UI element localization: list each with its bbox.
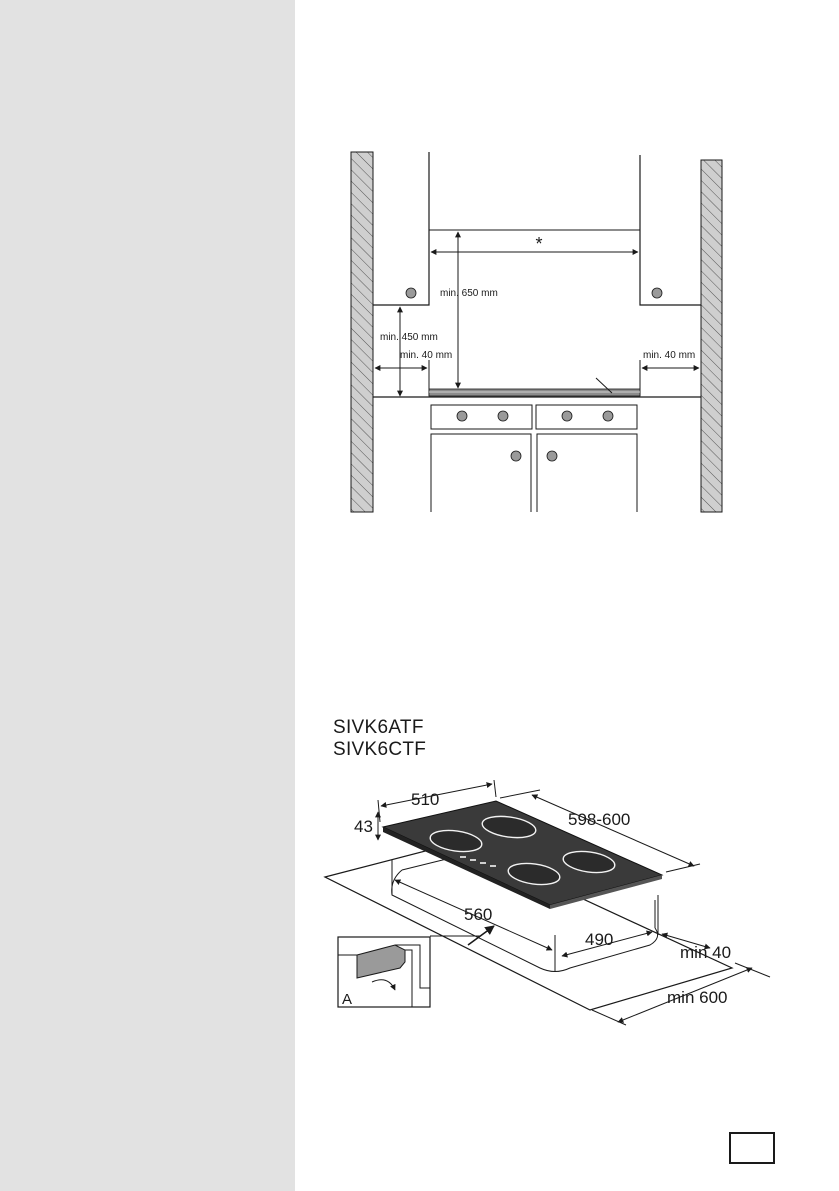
knob	[561, 410, 573, 422]
drawer-right	[535, 404, 638, 430]
knob	[602, 410, 614, 422]
knob	[546, 450, 558, 462]
thickness-label: 43	[354, 817, 373, 836]
sidebar-panel	[0, 0, 295, 1191]
upper-cabinet-right	[639, 155, 701, 306]
model-name: SIVK6CTF	[333, 739, 427, 760]
touch-controls	[460, 856, 496, 867]
upper-cabinet-left	[373, 152, 430, 306]
cooking-zone	[429, 829, 483, 853]
min-side-left-label: min. 40 mm	[400, 350, 452, 361]
knob	[497, 410, 509, 422]
page-number-box	[729, 1132, 775, 1164]
knob	[456, 410, 468, 422]
depth-dimension	[380, 782, 493, 808]
knob	[651, 287, 663, 299]
knob	[510, 450, 522, 462]
model-name: SIVK6ATF	[333, 717, 424, 738]
lower-door-left	[430, 433, 532, 512]
detail-a-arrow	[371, 979, 396, 991]
min-cabinet-height-label: min. 450 mm	[380, 332, 438, 343]
left-wall	[350, 151, 374, 513]
width-dimension	[531, 794, 695, 867]
cutout-depth-label: 490	[585, 930, 613, 949]
min-cabinet-width-label: min 600	[667, 988, 727, 1007]
min-hood-height-label: min. 650 mm	[440, 288, 498, 299]
depth-label: 510	[411, 790, 439, 809]
knob	[405, 287, 417, 299]
installation-clearance-diagram: * min. 650 mm min. 450 mm min. 40 mm min…	[350, 151, 723, 513]
hood-clearance-marker: *	[535, 234, 542, 254]
min-side-right-label: min. 40 mm	[643, 350, 695, 361]
lower-door-right	[536, 433, 638, 512]
detail-pointer-arrow	[467, 925, 495, 946]
cutout-depth-dimension	[561, 930, 653, 958]
drawer-left	[430, 404, 533, 430]
cutout-width-dimension	[394, 879, 553, 951]
right-wall	[700, 159, 723, 513]
min-cabinet-width-dimension	[617, 967, 753, 1023]
min-edge-label: min 40	[680, 943, 731, 962]
detail-a-label: A	[342, 991, 352, 1008]
page-number	[731, 1134, 773, 1162]
min-edge-dimension	[661, 932, 711, 950]
width-label: 598-600	[568, 810, 630, 829]
cutout-width-label: 560	[464, 905, 492, 924]
